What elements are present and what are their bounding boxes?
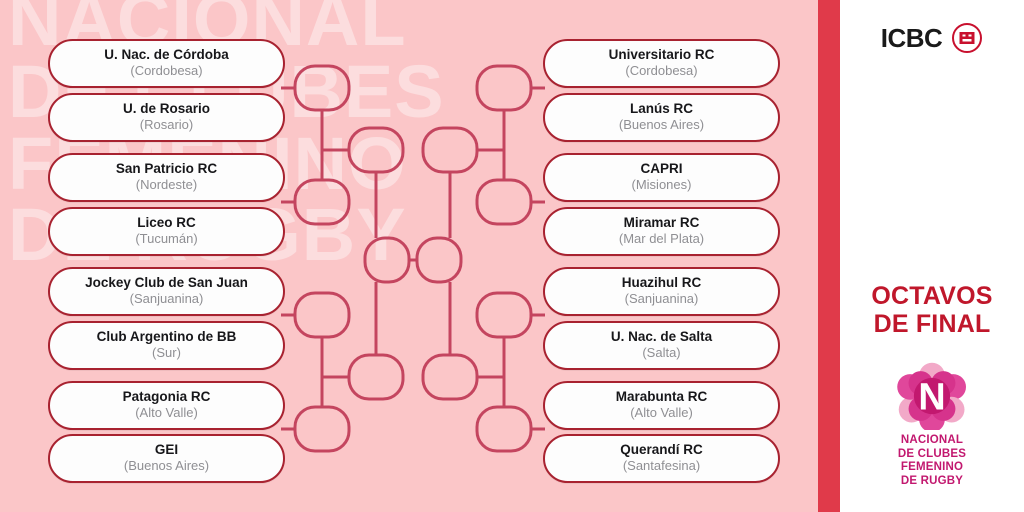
team-name: Patagonia RC [122,389,211,405]
vertical-divider-bar [818,0,840,512]
team-name: U. Nac. de Córdoba [104,47,229,63]
nacional-line-1: NACIONAL [900,434,964,446]
team-card[interactable]: Miramar RC (Mar del Plata) [543,207,780,256]
team-region: (Buenos Aires) [123,457,210,473]
team-card[interactable]: CAPRI (Misiones) [543,153,780,202]
team-card[interactable]: Patagonia RC (Alto Valle) [48,381,285,430]
team-card[interactable]: Club Argentino de BB (Sur) [48,321,285,370]
team-card[interactable]: Jockey Club de San Juan (Sanjuanina) [48,267,285,316]
team-card[interactable]: San Patricio RC (Nordeste) [48,153,285,202]
round-title-line-1: OCTAVOS [871,282,993,310]
icbc-emblem-icon [952,23,983,53]
team-card[interactable]: Universitario RC (Cordobesa) [543,39,780,88]
team-region: (Tucumán) [135,230,198,246]
team-card[interactable]: Huazihul RC (Sanjuanina) [543,267,780,316]
team-region: (Alto Valle) [630,404,693,420]
team-name: U. de Rosario [122,101,211,117]
team-name: Querandí RC [620,442,703,458]
team-name: Lanús RC [629,101,693,117]
team-region: (Misiones) [631,176,692,192]
team-name: Liceo RC [137,215,196,231]
icbc-wordmark: ICBC [880,22,943,53]
team-card[interactable]: U. de Rosario (Rosario) [48,93,285,142]
nacional-monogram: N [918,377,945,419]
team-card[interactable]: Querandí RC (Santafesina) [543,434,780,483]
round-title-line-2: DE FINAL [873,310,991,338]
team-region: (Alto Valle) [135,404,198,420]
nacional-line-4: DE RUGBY [900,474,964,487]
team-name: U. Nac. de Salta [610,329,713,345]
team-region: (Sanjuanina) [129,290,204,306]
team-region: (Cordobesa) [130,62,203,78]
nacional-wordmark: NACIONAL DE CLUBES FEMENINO DE RUGBY [898,434,966,488]
team-name: Universitario RC [608,47,715,63]
nacional-logo: N NACIONAL DE CLUBES FEMENINO DE RUGBY [840,362,1024,488]
team-card[interactable]: U. Nac. de Córdoba (Cordobesa) [48,39,285,88]
team-name: GEI [154,442,179,458]
team-region: (Buenos Aires) [618,116,705,132]
team-region: (Cordobesa) [625,62,698,78]
team-name: CAPRI [640,161,683,177]
nacional-line-2: DE CLUBES [897,447,967,460]
team-region: (Nordeste) [135,176,198,192]
team-name: Marabunta RC [615,389,708,405]
nacional-line-3: FEMENINO [900,461,964,474]
team-card[interactable]: GEI (Buenos Aires) [48,434,285,483]
nacional-flower-icon: N [897,362,966,430]
team-card[interactable]: Marabunta RC (Alto Valle) [543,381,780,430]
team-name: San Patricio RC [115,161,218,177]
team-region: (Rosario) [139,116,194,132]
round-title: OCTAVOS DE FINAL [840,282,1024,338]
team-name: Miramar RC [623,215,700,231]
team-name: Huazihul RC [621,275,702,291]
team-region: (Sanjuanina) [624,290,699,306]
team-region: (Mar del Plata) [618,230,705,246]
sidebar-panel: ICBC OCTAVOS DE FINAL [840,0,1024,512]
bracket-panel: NACIONAL DE CLUBES FEMENINO DE RUGBY [0,0,818,512]
icbc-logo: ICBC [840,22,1024,54]
team-name: Club Argentino de BB [96,329,237,345]
team-name: Jockey Club de San Juan [85,275,248,291]
team-region: (Salta) [642,344,681,360]
team-region: (Santafesina) [622,457,701,473]
team-card[interactable]: U. Nac. de Salta (Salta) [543,321,780,370]
team-card[interactable]: Lanús RC (Buenos Aires) [543,93,780,142]
team-region: (Sur) [152,344,181,360]
team-card[interactable]: Liceo RC (Tucumán) [48,207,285,256]
